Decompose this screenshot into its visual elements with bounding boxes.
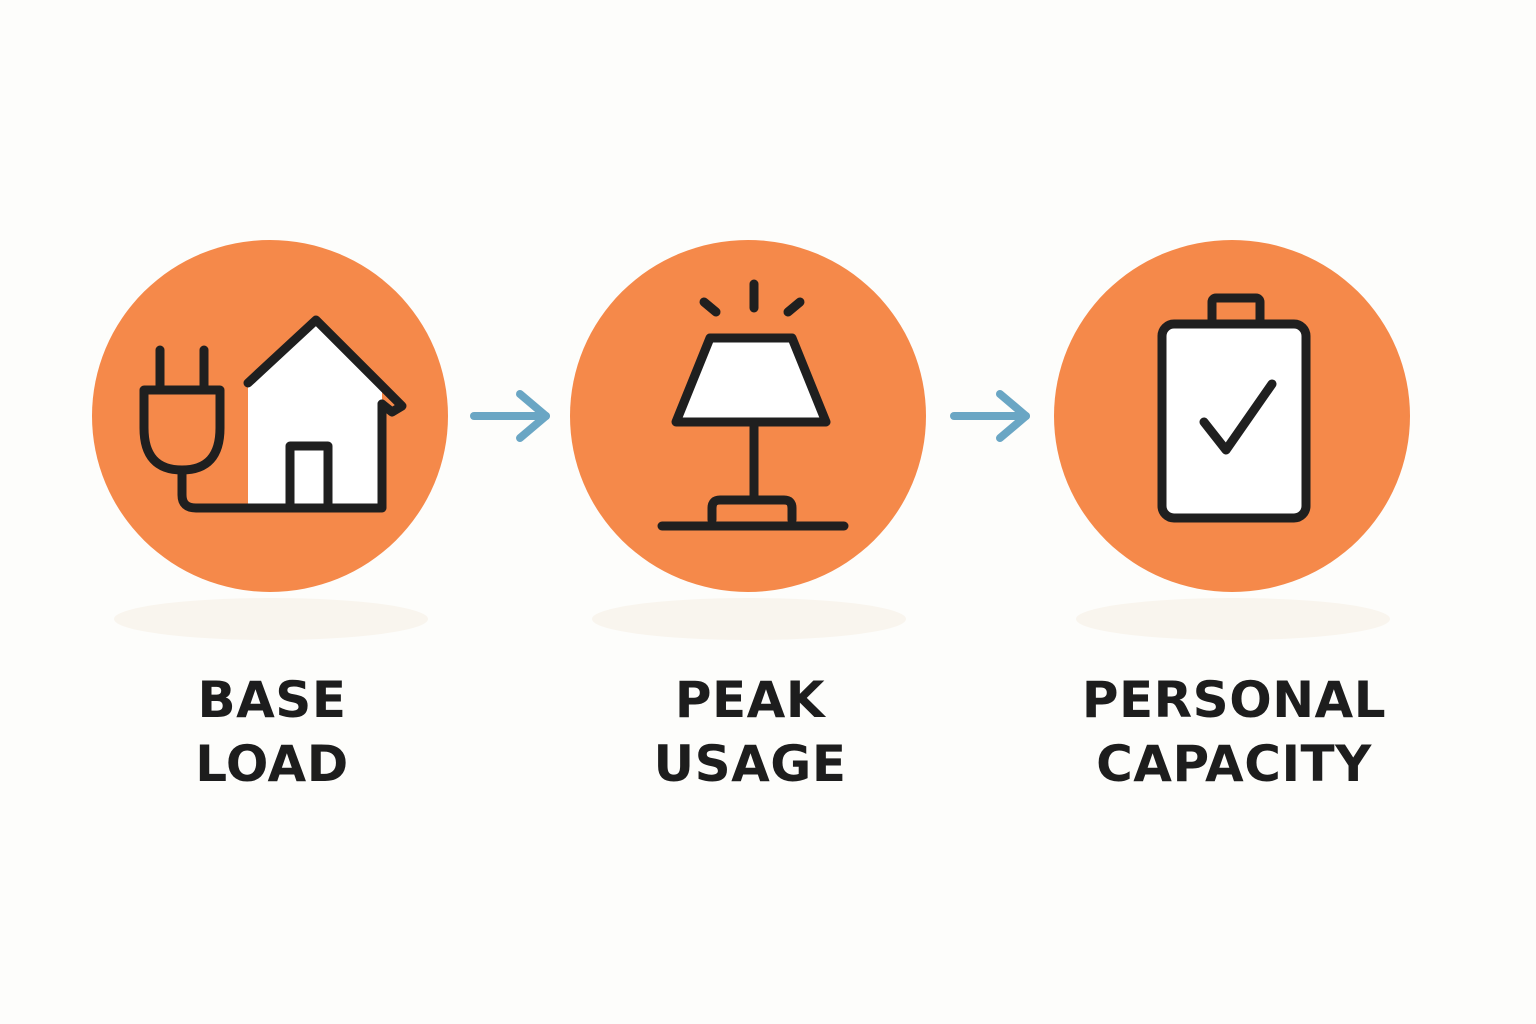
step-label-line: LOAD bbox=[195, 735, 349, 793]
step-label-line: USAGE bbox=[653, 735, 847, 793]
step-label-line: BASE bbox=[197, 671, 347, 729]
step-circle bbox=[1054, 240, 1410, 592]
circle-shadow bbox=[1076, 598, 1390, 640]
step-label-line: PERSONAL bbox=[1081, 671, 1387, 729]
step-label-line: PEAK bbox=[674, 671, 826, 729]
arrow-right-icon bbox=[950, 390, 1030, 442]
step-label: PEAK USAGE bbox=[510, 668, 990, 796]
arrow-right-icon bbox=[470, 390, 550, 442]
step-personal-capacity: PERSONAL CAPACITY bbox=[1054, 240, 1414, 800]
step-circle bbox=[92, 240, 448, 592]
step-peak-usage: PEAK USAGE bbox=[570, 240, 930, 800]
circle-shadow bbox=[114, 598, 428, 640]
lamp-icon bbox=[657, 279, 849, 531]
plug-house-icon bbox=[139, 315, 407, 513]
battery-check-icon bbox=[1157, 293, 1311, 523]
step-base-load: BASE LOAD bbox=[92, 240, 452, 800]
step-circle bbox=[570, 240, 926, 592]
circle-shadow bbox=[592, 598, 906, 640]
step-label: PERSONAL CAPACITY bbox=[994, 668, 1474, 796]
step-label-line: CAPACITY bbox=[1096, 735, 1372, 793]
step-label: BASE LOAD bbox=[32, 668, 512, 796]
